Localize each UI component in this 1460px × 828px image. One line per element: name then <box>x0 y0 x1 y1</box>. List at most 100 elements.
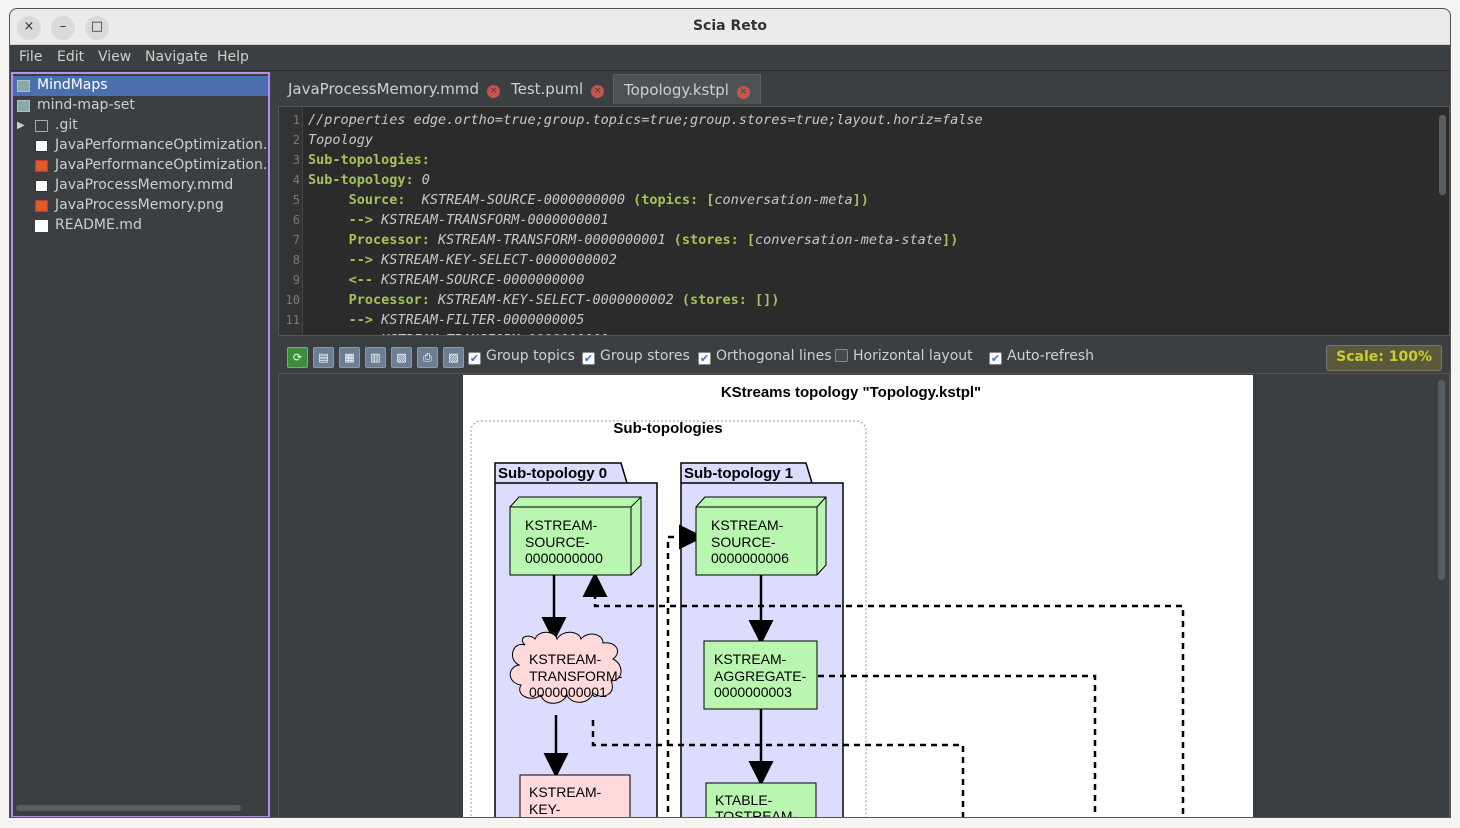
tab-javaprocessmemory[interactable]: JavaProcessMemory.mmd× <box>278 74 510 104</box>
tree-item[interactable]: ▶.git <box>13 116 268 136</box>
node-label: 0000000001 <box>529 684 607 700</box>
line-number: 2 <box>292 133 300 147</box>
mmd-file-icon <box>35 140 48 152</box>
code-token: KSTREAM-TRANSFORM-0000000001 <box>381 332 609 335</box>
unchecked-box-icon[interactable] <box>835 349 848 362</box>
code-line[interactable]: --> KSTREAM-TRANSFORM-0000000001 <box>308 212 609 228</box>
export-text-icon[interactable]: ▤ <box>313 347 334 368</box>
line-number: 8 <box>292 253 300 267</box>
code-line[interactable]: Processor: KSTREAM-TRANSFORM-0000000001 … <box>308 232 959 248</box>
tree-item-label: JavaProcessMemory.png <box>55 197 224 213</box>
title-bar: × – □ Scia Reto <box>10 9 1450 45</box>
menu-view[interactable]: View <box>98 49 132 65</box>
checkbox-horizontal-layout[interactable]: Horizontal layout <box>835 348 973 364</box>
code-line[interactable]: Topology <box>308 132 373 148</box>
checkbox-label: Horizontal layout <box>853 348 973 364</box>
line-number: 9 <box>292 273 300 287</box>
node-transform-0000000001 <box>509 631 622 704</box>
tree-item[interactable]: JavaProcessMemory.mmd <box>13 176 268 196</box>
line-number: 3 <box>292 153 300 167</box>
code-line[interactable]: Processor: KSTREAM-KEY-SELECT-0000000002… <box>308 292 780 308</box>
editor-scrollbar[interactable] <box>1439 115 1446 195</box>
png-file-icon <box>35 200 48 212</box>
node-label: KSTREAM- <box>529 784 602 800</box>
node-label: TOSTREAM- <box>715 808 798 818</box>
tree-item[interactable]: JavaPerformanceOptimization.pr <box>13 156 268 176</box>
tree-item[interactable]: README.md <box>13 216 268 236</box>
code-token: KSTREAM-KEY-SELECT-0000000002 <box>381 252 617 268</box>
code-token: KSTREAM-TRANSFORM-0000000001 <box>438 232 674 248</box>
minimize-window-button[interactable]: – <box>51 16 75 40</box>
checkbox-orthogonal-lines[interactable]: ✔Orthogonal lines <box>698 348 832 365</box>
code-line[interactable]: <-- KSTREAM-SOURCE-0000000000 <box>308 272 585 288</box>
save-image-icon[interactable]: ▧ <box>391 347 412 368</box>
diagram-viewer[interactable]: KStreams topology "Topology.kstpl" Sub-t… <box>278 373 1450 818</box>
code-line[interactable]: --> KSTREAM-FILTER-0000000005 <box>308 312 585 328</box>
code-line[interactable]: Sub-topology: 0 <box>308 172 430 188</box>
checkbox-group-topics[interactable]: ✔ Group topics <box>468 348 575 365</box>
line-gutter: 123456789101112 <box>279 107 303 335</box>
tree-item[interactable]: JavaProcessMemory.png <box>13 196 268 216</box>
sub-topology-1-label: Sub-topology 1 <box>684 465 793 482</box>
tree-scrollbar[interactable] <box>16 805 241 811</box>
close-tab-icon[interactable]: × <box>486 85 500 98</box>
menu-file[interactable]: File <box>19 49 43 65</box>
line-number: 1 <box>292 113 300 127</box>
sub-topology-0-label: Sub-topology 0 <box>498 465 607 482</box>
node-ktable-tostream <box>705 782 817 817</box>
code-line[interactable]: --> KSTREAM-KEY-SELECT-0000000002 <box>308 252 617 268</box>
checkmark-icon[interactable]: ✔ <box>468 352 481 365</box>
diagram-scrollbar[interactable] <box>1438 380 1445 580</box>
tab-label: Topology.kstpl <box>624 81 729 99</box>
node-label: KSTREAM- <box>714 651 787 667</box>
tree-item-label: MindMaps <box>37 77 108 93</box>
checkbox-auto-refresh[interactable]: ✔Auto-refresh <box>989 348 1094 365</box>
tree-item-label: JavaProcessMemory.mmd <box>55 177 234 193</box>
code-token: KSTREAM-SOURCE-0000000000 <box>421 192 634 208</box>
node-label: KTABLE- <box>715 792 773 808</box>
code-token: KSTREAM-SOURCE-0000000000 <box>381 272 585 288</box>
code-token: --> <box>308 252 382 268</box>
tree-item[interactable]: MindMaps <box>13 76 268 96</box>
code-token: conversation-meta <box>714 192 853 208</box>
code-editor[interactable]: 123456789101112 //properties edge.ortho=… <box>278 106 1450 336</box>
maximize-window-button[interactable]: □ <box>85 16 109 40</box>
print-icon[interactable]: ⎙ <box>417 347 438 368</box>
menu-help[interactable]: Help <box>217 49 249 65</box>
code-token: KSTREAM-TRANSFORM-0000000001 <box>381 212 609 228</box>
panel-splitter[interactable] <box>271 72 278 817</box>
menu-edit[interactable]: Edit <box>57 49 85 65</box>
code-line[interactable]: Sub-topologies: <box>308 152 430 168</box>
refresh-icon[interactable]: ⟳ <box>287 347 308 368</box>
line-number: 11 <box>285 313 300 327</box>
checkmark-icon[interactable]: ✔ <box>582 352 595 365</box>
checkbox-label: Group topics <box>486 348 575 364</box>
tab-test-puml[interactable]: Test.puml× <box>501 74 614 104</box>
checkmark-icon[interactable]: ✔ <box>698 352 711 365</box>
code-line[interactable]: Source: KSTREAM-SOURCE-0000000000 (topic… <box>308 192 869 208</box>
code-token: Sub-topologies: <box>308 152 430 168</box>
node-key-select-0000000002 <box>519 774 631 817</box>
copy-icon[interactable]: ▦ <box>339 347 360 368</box>
close-tab-icon[interactable]: × <box>736 86 750 99</box>
line-number: 5 <box>292 193 300 207</box>
window-title: Scia Reto <box>692 18 768 34</box>
code-line[interactable]: //properties edge.ortho=true;group.topic… <box>308 112 983 128</box>
menu-navigate[interactable]: Navigate <box>145 49 208 65</box>
code-line[interactable]: <-- KSTREAM-TRANSFORM-0000000001 <box>308 332 609 335</box>
export-file-icon[interactable]: ▨ <box>443 347 464 368</box>
tree-item[interactable]: mind-map-set <box>13 96 268 116</box>
tab-topology-kstpl[interactable]: Topology.kstpl × <box>613 74 761 104</box>
close-window-button[interactable]: × <box>17 16 41 40</box>
diagram-canvas: KStreams topology "Topology.kstpl" Sub-t… <box>463 375 1253 818</box>
checkmark-icon[interactable]: ✔ <box>989 352 1002 365</box>
close-tab-icon[interactable]: × <box>591 85 605 98</box>
node-source-0000000000 <box>509 496 642 576</box>
expand-arrow-icon[interactable]: ▶ <box>17 120 25 131</box>
copy-ascii-icon[interactable]: ▥ <box>365 347 386 368</box>
checkbox-group-stores[interactable]: ✔Group stores <box>582 348 690 365</box>
line-number: 10 <box>285 293 300 307</box>
tree-item[interactable]: JavaPerformanceOptimization.m <box>13 136 268 156</box>
scale-indicator[interactable]: Scale: 100% <box>1326 345 1442 371</box>
